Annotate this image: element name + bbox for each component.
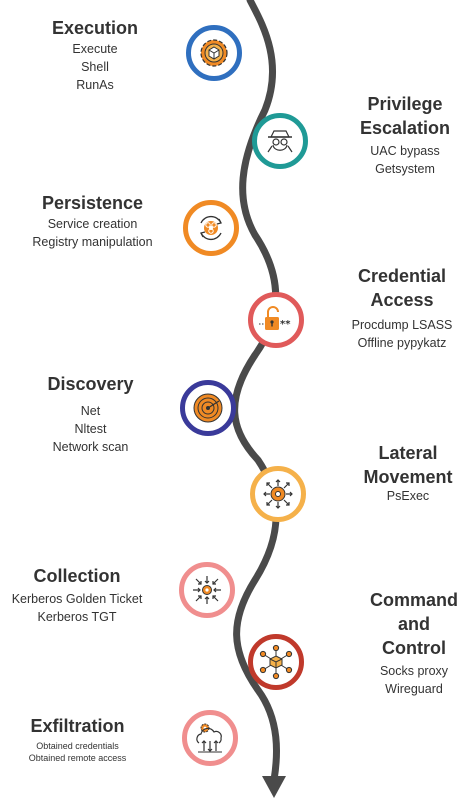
spy-icon: [267, 130, 293, 153]
stage-privilege-escalation: Privilege Escalation UAC bypass Getsyste…: [345, 92, 465, 178]
stage-title-line: Credential: [357, 266, 447, 286]
stage-command-and-control: Command and Control Socks proxy Wireguar…: [358, 588, 470, 698]
stage-title-line: Access: [370, 290, 434, 310]
stage-item: Obtained credentials: [36, 741, 119, 751]
stage-item: Execute: [72, 42, 118, 56]
stage-exfiltration: Exfiltration Obtained credentials Obtain…: [10, 714, 145, 764]
stage-title-line: Command: [369, 590, 458, 610]
stage-item: RunAs: [76, 78, 114, 92]
stage-item: Procdump LSASS: [351, 318, 453, 332]
stage-credential-access: Credential Access Procdump LSASS Offline…: [337, 264, 467, 352]
cloud-transfer-icon: [196, 723, 222, 753]
execution-circle: [186, 25, 242, 81]
stage-item: Service creation: [47, 217, 138, 231]
stage-item: PsExec: [386, 489, 430, 503]
stage-title-line: Privilege: [367, 94, 443, 114]
spread-arrows-icon: [263, 479, 293, 509]
stage-title-line: Control: [382, 638, 446, 658]
stage-item: Offline pypykatz: [357, 336, 447, 350]
stage-item: Getsystem: [375, 162, 435, 176]
svg-text:**: **: [280, 319, 291, 330]
stage-title: Persistence: [41, 193, 144, 213]
stage-item: Kerberos TGT: [37, 610, 117, 624]
cycle-hazard-icon: [200, 215, 222, 241]
lateral-movement-circle: [250, 466, 306, 522]
stage-item: Nltest: [74, 422, 107, 436]
stage-item: Shell: [81, 60, 109, 74]
stage-item: Registry manipulation: [32, 235, 153, 249]
stage-item: Obtained remote access: [28, 753, 127, 763]
privilege-escalation-circle: [252, 113, 308, 169]
credential-access-circle: **: [248, 292, 304, 348]
stage-item: Net: [80, 404, 101, 418]
stage-persistence: Persistence Service creation Registry ma…: [10, 191, 175, 251]
stage-title-line: and: [397, 614, 430, 634]
persistence-circle: [183, 200, 239, 256]
stage-item: Wireguard: [385, 682, 443, 696]
network-cube-icon: [259, 644, 293, 680]
stage-lateral-movement: Lateral Movement PsExec: [348, 441, 468, 505]
converge-arrows-icon: [193, 576, 221, 604]
stage-collection: Collection Kerberos Golden Ticket Kerber…: [2, 564, 152, 626]
stage-title-line: Lateral: [378, 443, 438, 463]
stage-title: Exfiltration: [30, 716, 125, 736]
discovery-circle: [180, 380, 236, 436]
exfiltration-circle: [182, 710, 238, 766]
stage-item: Kerberos Golden Ticket: [11, 592, 143, 606]
radar-icon: [193, 393, 223, 423]
stage-title-line: Movement: [363, 467, 453, 487]
stage-item: Network scan: [52, 440, 129, 454]
stage-title-line: Escalation: [359, 118, 451, 138]
stage-item: Socks proxy: [379, 664, 449, 678]
stage-item: UAC bypass: [370, 144, 440, 158]
stage-title: Execution: [51, 18, 139, 38]
path-arrowhead-icon: [262, 776, 286, 798]
stage-title: Discovery: [47, 374, 134, 394]
collection-circle: [179, 562, 235, 618]
unlocked-password-icon: **: [259, 306, 291, 330]
stage-execution: Execution Execute Shell RunAs: [30, 16, 160, 94]
stage-title: Collection: [33, 566, 121, 586]
stage-discovery: Discovery Net Nltest Network scan: [28, 372, 153, 456]
command-and-control-circle: [248, 634, 304, 690]
gear-cube-icon: [200, 39, 228, 67]
